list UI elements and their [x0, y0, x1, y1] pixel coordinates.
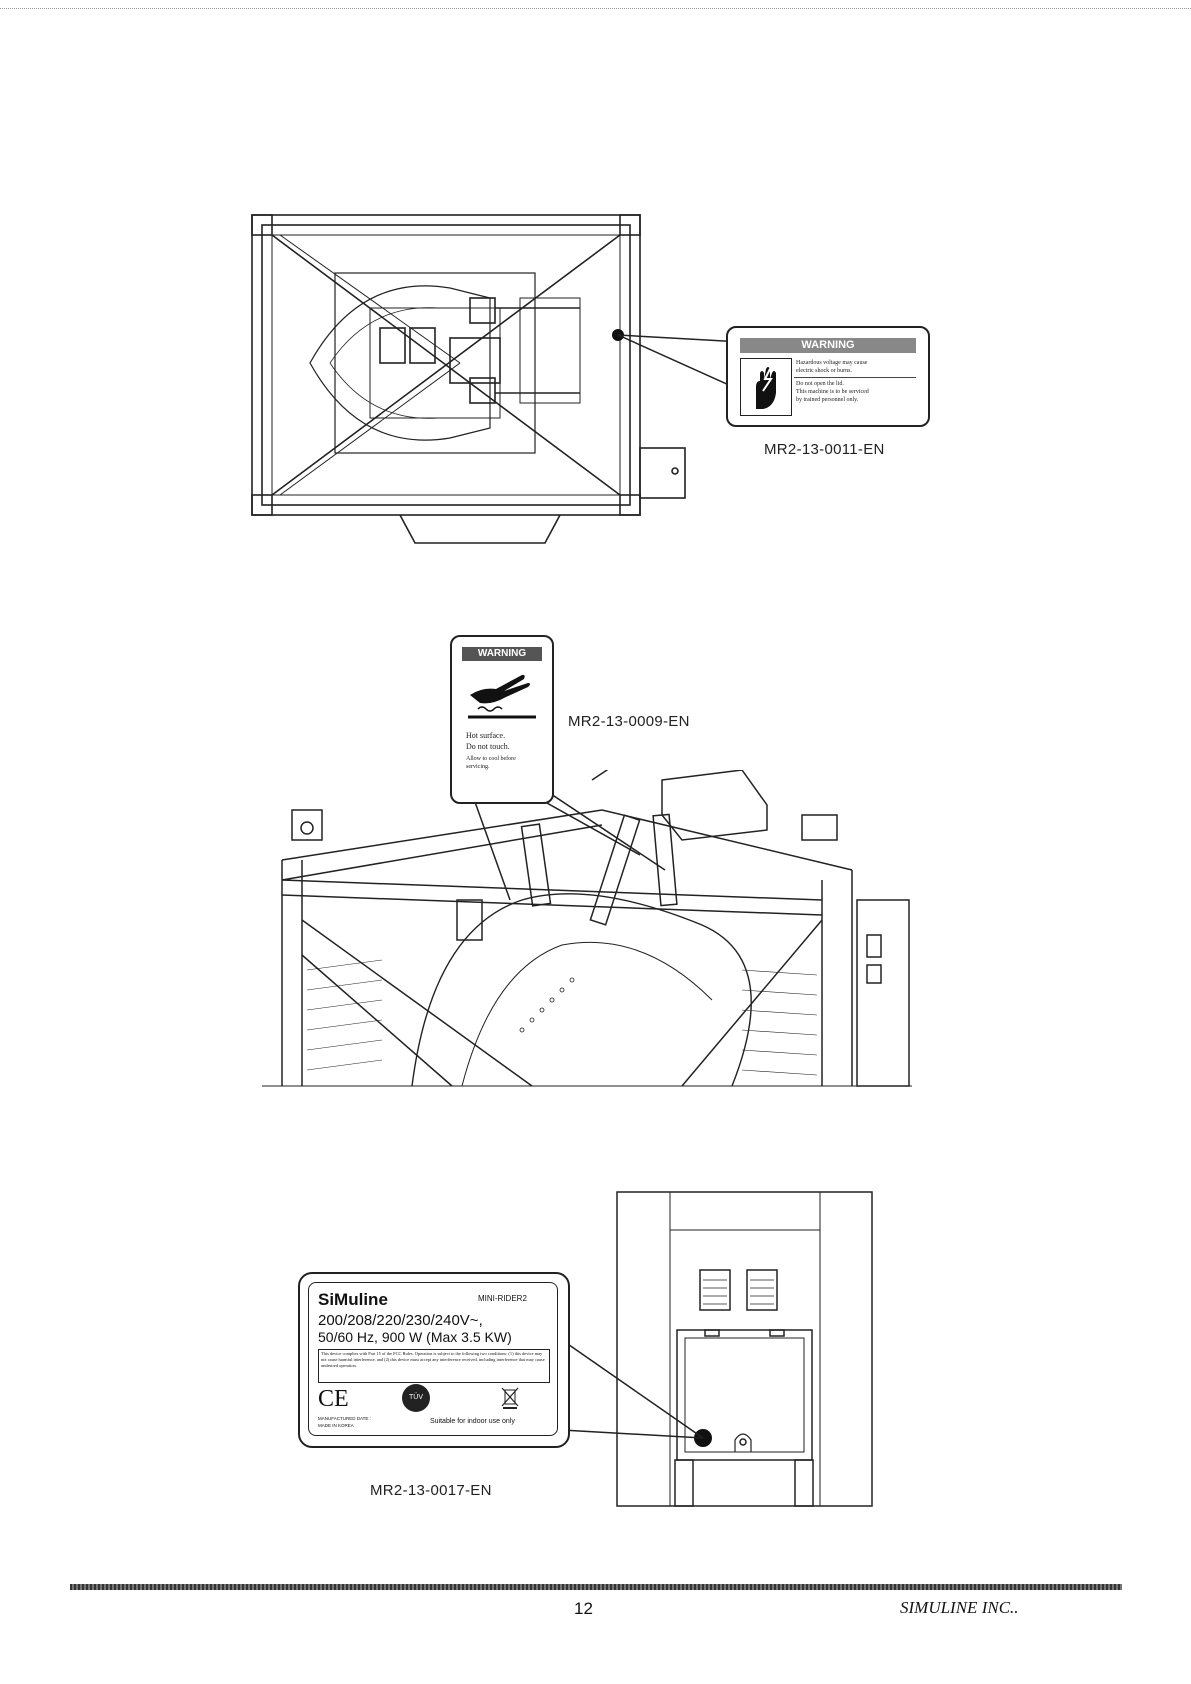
warning-label-hot-surface: WARNING Hot surface. Do not touch. Allow… [450, 635, 554, 804]
label2-line3: Allow to cool before [466, 756, 516, 762]
label2-line1: Hot surface. [466, 731, 506, 740]
company-name: SIMULINE INC.. [900, 1598, 1019, 1617]
top-view-frame-drawing [250, 213, 700, 558]
weee-bin-icon [500, 1386, 520, 1410]
rating-leader-lines [561, 1339, 704, 1439]
model-name: MINI-RIDER2 [478, 1294, 527, 1303]
label1-line3: Do not open the lid. [796, 381, 844, 387]
rear-cabinet-drawing [615, 1190, 875, 1510]
warning2-code: MR2-13-0009-EN [568, 713, 690, 730]
footer-rule [70, 1584, 1122, 1590]
warning-header: WARNING [462, 647, 542, 661]
voltage-rating: 200/208/220/230/240V~, [318, 1312, 483, 1329]
fcc-statement: This device complies with Part 15 of the… [318, 1349, 550, 1383]
top-border [0, 8, 1191, 9]
rating-plate-label: SiMuline MINI-RIDER2 200/208/220/230/240… [298, 1272, 570, 1448]
actuator-perspective-drawing [262, 770, 912, 1090]
label1-line2: electric shock or burns. [796, 368, 852, 374]
label1-line5: by trained personnel only. [796, 397, 859, 403]
warning1-code: MR2-13-0011-EN [764, 441, 885, 458]
warning-label-electric: WARNING Hazardous voltage may cause elec… [726, 326, 930, 427]
label2-line2: Do not touch. [466, 742, 510, 751]
rating-code: MR2-13-0017-EN [370, 1482, 492, 1499]
made-in: MADE IN KOREA [318, 1423, 354, 1428]
label1-leader-lines [617, 334, 743, 391]
label2-line4: servicing. [466, 764, 490, 770]
tuv-mark-icon: TÜV [402, 1384, 430, 1412]
manufactured-date: MANUFACTURED DATE : [318, 1416, 371, 1421]
hot-surface-hand-icon [462, 665, 542, 723]
power-rating: 50/60 Hz, 900 W (Max 3.5 KW) [318, 1329, 512, 1345]
ce-mark: CE [318, 1386, 349, 1412]
electric-shock-icon [740, 358, 792, 416]
page-number: 12 [574, 1599, 593, 1618]
warning-header: WARNING [740, 338, 916, 353]
label1-line4: This machine is to be serviced [796, 389, 869, 395]
label1-line1: Hazardous voltage may cause [796, 360, 868, 366]
brand-logo: SiMuline [318, 1290, 388, 1309]
indoor-use-note: Suitable for indoor use only [430, 1418, 515, 1425]
